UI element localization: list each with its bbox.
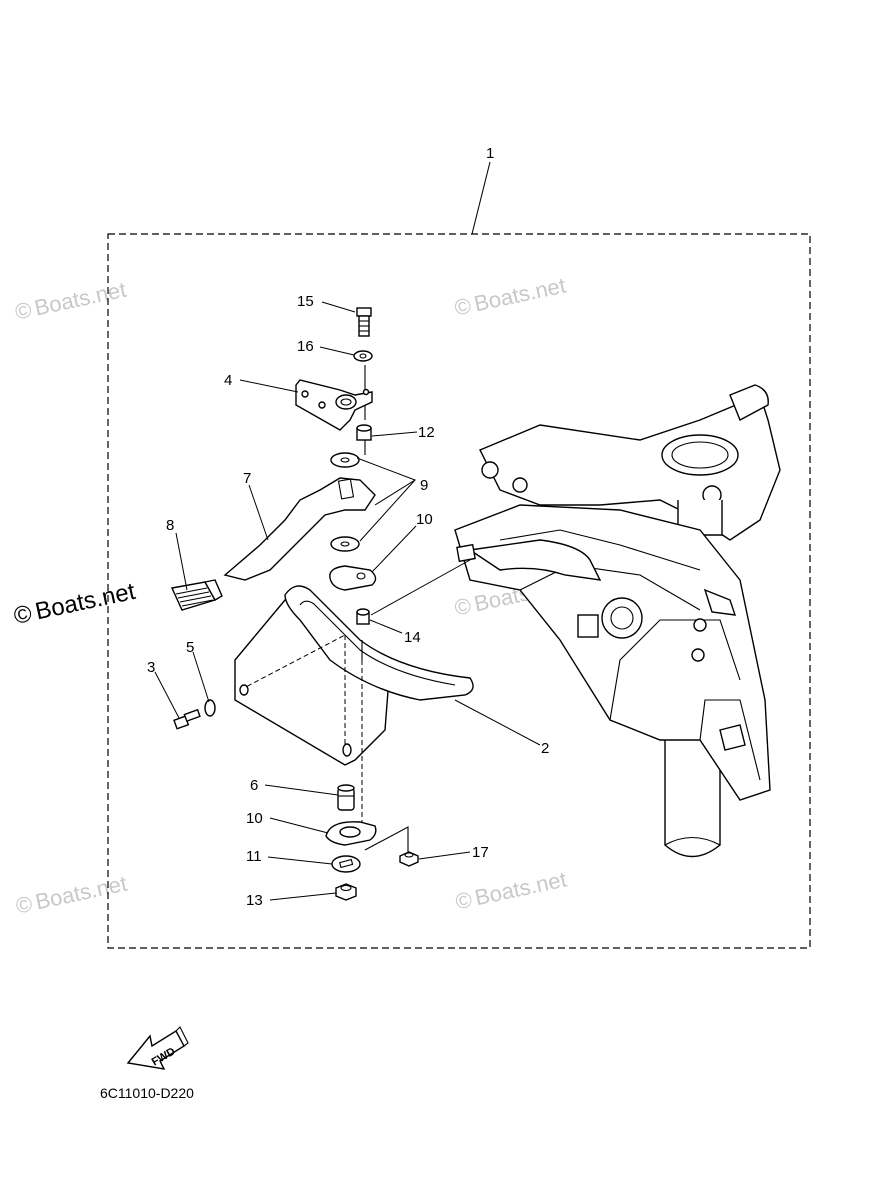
- part-17-nut: [399, 851, 419, 867]
- part-6-pin: [337, 784, 355, 811]
- watermark: © Boats.net: [452, 273, 568, 321]
- watermark: © Boats.net: [13, 871, 129, 919]
- leader-lines: [154, 161, 541, 901]
- callout-17: 17: [472, 844, 489, 861]
- part-9-washer: [330, 536, 360, 552]
- watermark-text: Boats.net: [33, 578, 138, 626]
- callout-10: 10: [416, 511, 433, 528]
- watermark-symbol: ©: [11, 600, 34, 630]
- watermark-symbol: ©: [452, 593, 473, 621]
- callout-3: 3: [147, 659, 155, 676]
- callout-2: 2: [541, 740, 549, 757]
- part-10-plate: [329, 565, 377, 591]
- bracket-lever: [468, 539, 602, 581]
- swivel-bracket: [454, 504, 771, 801]
- watermark: © Boats.net: [11, 578, 138, 630]
- assembly-boundary: [107, 233, 811, 949]
- watermark-symbol: ©: [13, 891, 34, 919]
- part-11-washer: [331, 855, 361, 873]
- part-8-grip: [170, 579, 223, 611]
- part-13-nut: [335, 883, 357, 901]
- part-14-collar: [356, 608, 370, 625]
- watermark-text: Boats.net: [472, 273, 568, 317]
- watermark-symbol: ©: [13, 297, 34, 325]
- fwd-arrow-icon: FWD: [126, 1026, 189, 1070]
- part-15-bolt: [356, 307, 372, 337]
- pivot-boss: [601, 597, 643, 639]
- callout-9: 9: [420, 477, 428, 494]
- callout-5: 5: [186, 639, 194, 656]
- part-5-clip: [204, 699, 216, 717]
- callout-1: 1: [486, 145, 494, 162]
- callout-4: 4: [224, 372, 232, 389]
- callout-6: 6: [250, 777, 258, 794]
- callout-13: 13: [246, 892, 263, 909]
- watermark-text: Boats.net: [32, 277, 128, 321]
- callout-10-lower: 10: [246, 810, 263, 827]
- part-12-collar: [356, 424, 372, 441]
- upper-pivot: [661, 434, 739, 476]
- part-4-bracket: [295, 379, 373, 431]
- part-16-washer: [353, 350, 373, 362]
- callout-8: 8: [166, 517, 174, 534]
- callouts: 1 2 3 4 5 6 7 8 9 10 10 11 12 13 14 15 1…: [147, 145, 549, 909]
- drawing-code: 6C11010-D220: [100, 1085, 194, 1101]
- watermark-symbol: ©: [452, 293, 473, 321]
- watermark-text: Boats.net: [473, 866, 569, 910]
- watermark: © Boats.net: [453, 866, 569, 914]
- callout-11: 11: [246, 848, 262, 865]
- callout-14: 14: [404, 629, 421, 646]
- part-2-plate: [234, 585, 474, 766]
- callout-16: 16: [297, 338, 314, 355]
- watermark: © Boats.net: [13, 277, 129, 325]
- watermark-text: Boats.net: [33, 871, 129, 915]
- part-7-link: [223, 477, 376, 581]
- watermark-symbol: ©: [453, 887, 474, 915]
- part-3-bolt: [173, 708, 201, 730]
- part-10-plate-lower: [325, 821, 377, 846]
- callout-12: 12: [418, 424, 435, 441]
- callout-7: 7: [243, 470, 251, 487]
- callout-15: 15: [297, 293, 314, 310]
- part-9-washer: [330, 452, 360, 468]
- swivel-bracket-assembly: [454, 384, 781, 858]
